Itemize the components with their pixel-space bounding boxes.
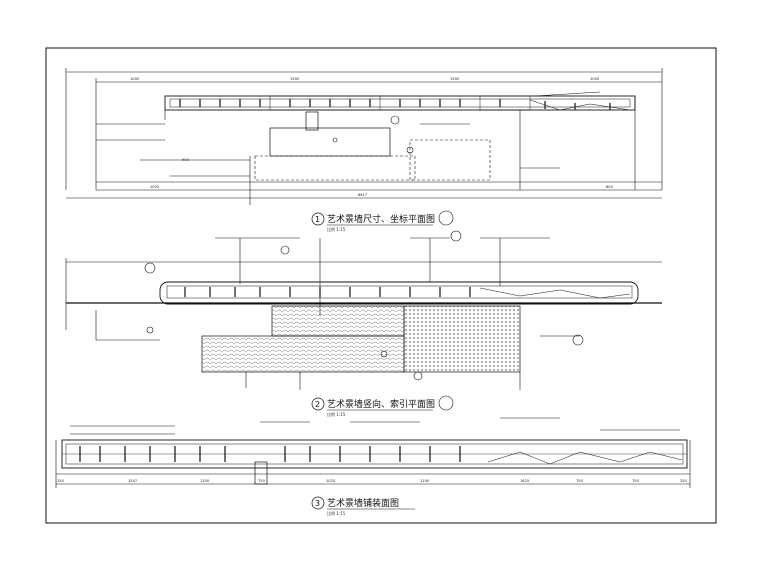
plan-1-number-circle [311,212,325,226]
plan-2-number-circle [311,397,325,411]
dim-bottom-3: 8617 [358,193,367,197]
dim3-6: 1100 [420,479,430,483]
plan-3-number-circle [311,496,325,510]
plan-3-caption: 3 艺术景墙铺装面图 比例 1:15 [311,496,415,516]
plan-3-number: 3 [315,499,320,508]
dim-top-2: 1500 [290,77,300,81]
dim-bottom-2: 1025 [150,185,159,189]
plan-2-title: 艺术景墙竖向、索引平面图 [327,398,435,410]
plan-3-drawing [55,417,691,488]
dim3-3: 1100 [200,479,210,483]
plan-1-wall-ticks [179,99,611,110]
plan-1-north-icon [438,210,454,226]
dim-bottom-1: 900 [182,158,190,162]
plan-3-wall-ticks [79,446,461,462]
dim3-10: 250 [680,479,688,483]
plan-3-title: 艺术景墙铺装面图 [327,497,399,509]
plan-1-number: 1 [315,215,320,224]
dim3-9: 750 [632,479,640,483]
dim3-2: 1547 [128,479,137,483]
dim-top-3: 1500 [450,77,460,81]
dim-top-4: 1000 [590,77,600,81]
dim3-5: 1025 [326,479,335,483]
dim3-1: 250 [57,479,65,483]
plan-2-north-icon [438,395,454,411]
plan-2-caption: 2 艺术景墙竖向、索引平面图 比例 1:15 [311,395,454,417]
plan-1-scale: 比例 1:15 [327,226,346,232]
dim3-7: 1625 [520,479,529,483]
plan-2-scale: 比例 1:15 [327,411,346,417]
plan-2-number: 2 [315,400,320,409]
plan-3-scale: 比例 1:15 [327,510,346,516]
plan-1-title: 艺术景墙尺寸、坐标平面图 [327,213,435,225]
plan-2-wall-ticks [184,287,471,297]
dim-bottom-4: 600 [606,185,614,189]
dim3-4: 750 [258,479,266,483]
plan-2-drawing [65,230,662,390]
dim3-8: 750 [576,479,584,483]
plan-1-caption: 1 艺术景墙尺寸、坐标平面图 比例 1:15 [311,210,454,232]
dim-top-1: 1000 [130,77,140,81]
sheet-frame [45,47,717,524]
